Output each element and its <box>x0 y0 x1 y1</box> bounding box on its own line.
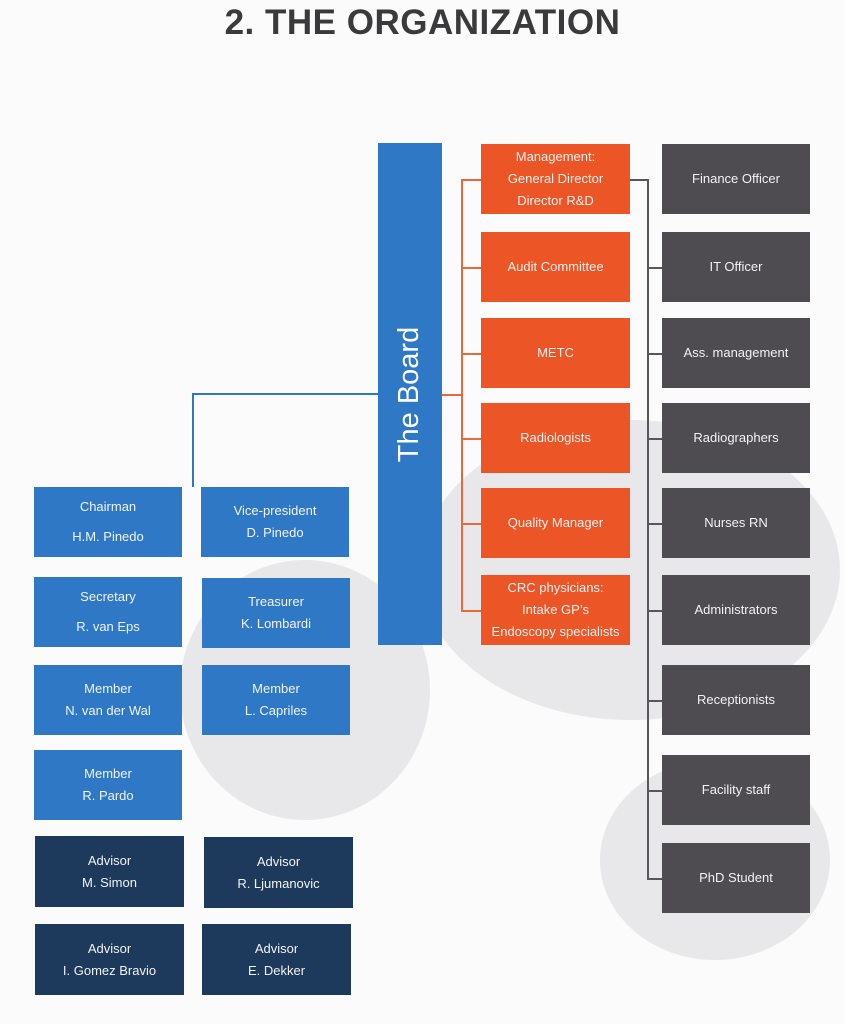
the-board-box: The Board <box>378 143 442 645</box>
name: R. Ljumanovic <box>237 875 320 891</box>
committee-box-metc: METC <box>481 318 630 388</box>
staff-box: Administrators <box>662 575 810 645</box>
role: Advisor <box>256 853 301 869</box>
advisor-box: Advisor I. Gomez Bravio <box>35 924 184 995</box>
board-member-box: Member N. van der Wal <box>34 665 182 735</box>
staff-box: IT Officer <box>662 232 810 302</box>
connector-line <box>630 179 648 181</box>
advisor-box: Advisor M. Simon <box>35 836 184 907</box>
line: Intake GP’s <box>522 602 589 617</box>
name: R. Pardo <box>82 788 134 803</box>
name: K. Lombardi <box>240 616 312 631</box>
line: Director R&D <box>517 193 594 208</box>
connector-line <box>461 610 481 612</box>
line: Endoscopy specialists <box>491 624 620 639</box>
staff-box: Facility staff <box>662 755 810 825</box>
label: Ass. management <box>683 345 789 360</box>
line: Management: <box>515 149 596 164</box>
board-member-box: Member R. Pardo <box>34 750 182 820</box>
staff-box: Radiographers <box>662 403 810 473</box>
board-label: The Board <box>393 326 426 462</box>
board-member-box: Vice-president D. Pinedo <box>201 487 349 557</box>
page-title: 2. THE ORGANIZATION <box>224 3 621 42</box>
label: Finance Officer <box>692 171 780 186</box>
label: PhD Student <box>699 870 773 885</box>
connector-line <box>647 438 662 440</box>
board-member-box: Secretary R. van Eps <box>34 577 182 647</box>
board-member-box: Treasurer K. Lombardi <box>202 578 350 648</box>
connector-line <box>647 610 662 612</box>
staff-box: PhD Student <box>662 843 810 913</box>
label: Receptionists <box>696 692 776 707</box>
connector-line <box>442 394 462 396</box>
role: Chairman <box>79 499 137 514</box>
role: Vice-president <box>233 503 317 518</box>
committee-box-audit: Audit Committee <box>481 232 630 302</box>
line: CRC physicians: <box>507 580 604 595</box>
name: E. Dekker <box>247 962 306 978</box>
line: Audit Committee <box>507 259 604 274</box>
connector-line <box>461 179 463 610</box>
connector-line <box>192 393 378 395</box>
name: R. van Eps <box>76 619 140 634</box>
staff-box: Nurses RN <box>662 488 810 558</box>
role: Member <box>84 681 132 696</box>
connector-line <box>647 267 662 269</box>
line: Quality Manager <box>507 515 604 530</box>
label: Administrators <box>694 602 778 617</box>
connector-line <box>461 267 481 269</box>
name: I. Gomez Bravio <box>62 962 157 978</box>
label: Radiographers <box>693 430 779 445</box>
name: D. Pinedo <box>246 525 304 540</box>
role: Secretary <box>80 589 136 604</box>
staff-box: Finance Officer <box>662 144 810 214</box>
role: Treasurer <box>248 594 304 609</box>
committee-box-radiologists: Radiologists <box>481 403 630 473</box>
connector-line <box>647 523 662 525</box>
connector-line <box>647 179 649 879</box>
line: METC <box>537 345 574 360</box>
role: Advisor <box>87 852 132 868</box>
connector-line <box>461 523 481 525</box>
name: N. van der Wal <box>65 703 151 718</box>
label: IT Officer <box>709 259 763 274</box>
connector-line <box>461 179 481 181</box>
connector-line <box>461 353 481 355</box>
connector-line <box>461 438 481 440</box>
line: Radiologists <box>520 430 591 445</box>
label: Facility staff <box>701 782 771 797</box>
connector-line <box>647 700 662 702</box>
connector-line <box>647 353 662 355</box>
role: Member <box>84 766 132 781</box>
role: Advisor <box>87 940 132 956</box>
line: General Director <box>507 171 604 186</box>
committee-box-quality: Quality Manager <box>481 488 630 558</box>
board-member-box: Member L. Capriles <box>202 665 350 735</box>
staff-box: Ass. management <box>662 318 810 388</box>
connector-line <box>647 878 662 880</box>
role: Advisor <box>254 940 299 956</box>
advisor-box: Advisor R. Ljumanovic <box>204 837 353 908</box>
connector-line <box>192 393 194 487</box>
connector-line <box>647 790 662 792</box>
role: Member <box>252 681 300 696</box>
label: Nurses RN <box>704 515 768 530</box>
advisor-box: Advisor E. Dekker <box>202 924 351 995</box>
name: M. Simon <box>82 874 137 890</box>
name: L. Capriles <box>244 703 308 718</box>
name: H.M. Pinedo <box>72 529 144 544</box>
staff-box: Receptionists <box>662 665 810 735</box>
